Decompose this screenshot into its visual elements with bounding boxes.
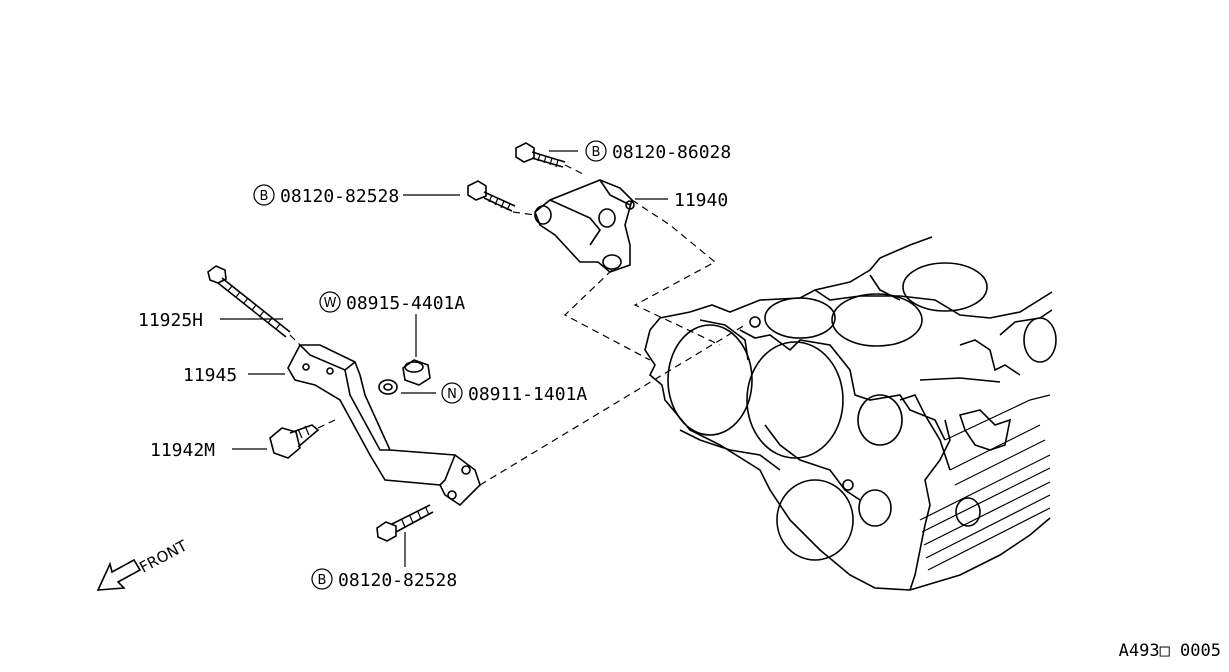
code-circle <box>311 568 333 590</box>
part-number-label: 08120-82528 <box>338 570 457 591</box>
code-letter: B <box>592 145 601 160</box>
part-number-label: 08120-82528 <box>280 186 399 207</box>
code-letter: B <box>318 573 327 588</box>
upper-bracket <box>534 179 635 273</box>
part-number-label: 08915-4401A <box>346 293 465 314</box>
part-number-label-11942M: 11942M <box>150 440 215 461</box>
front-indicator: FRONT <box>96 536 191 591</box>
bolt-08120-86028 <box>515 142 566 168</box>
part-number-label-11945: 11945 <box>183 365 237 386</box>
callout-08120-82528-bottom: B 08120-82528 <box>311 568 457 591</box>
stud-bolt-11942M <box>269 424 320 459</box>
front-arrow-icon <box>96 558 142 591</box>
long-bolt-11925H <box>207 265 291 338</box>
engine-block <box>644 236 1057 591</box>
code-circle <box>441 382 463 404</box>
code-letter: B <box>260 189 269 204</box>
bolt-08120-82528-top <box>467 180 516 212</box>
part-number-label-11925H: 11925H <box>138 310 203 331</box>
code-letter: N <box>447 387 457 402</box>
diagram-reference-code: A493□ 0005 <box>1119 641 1221 661</box>
part-number-label: 08911-1401A <box>468 384 587 405</box>
washer-08911-1401A <box>378 379 398 395</box>
alignment-dashed-lines <box>289 164 746 486</box>
part-number-label: 08120-86028 <box>612 142 731 163</box>
callout-08120-86028: B 08120-86028 <box>585 140 731 163</box>
part-number-label-11940: 11940 <box>674 190 728 211</box>
code-circle <box>253 184 275 206</box>
code-letter: W <box>324 296 337 311</box>
nut-08915-4401A <box>402 359 431 386</box>
callout-08911-1401A: N 08911-1401A <box>441 382 587 405</box>
callout-08915-4401A: W 08915-4401A <box>319 291 465 314</box>
code-circle <box>319 291 341 313</box>
callout-08120-82528-top: B 08120-82528 <box>253 184 399 207</box>
code-circle <box>585 140 607 162</box>
bolt-08120-82528-bottom <box>376 504 434 542</box>
lower-bracket <box>287 344 481 507</box>
front-label: FRONT <box>136 536 190 576</box>
leader-lines <box>220 150 668 567</box>
